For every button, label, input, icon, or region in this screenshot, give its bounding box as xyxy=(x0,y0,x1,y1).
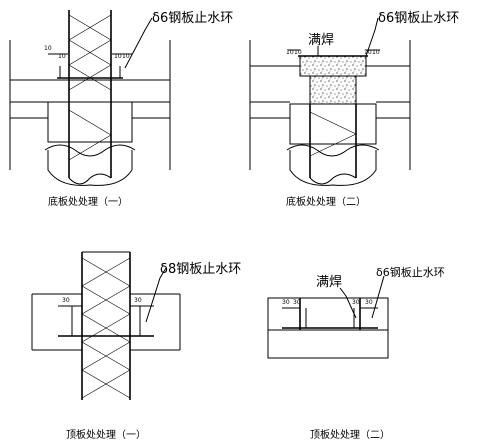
panel-4-weld-label: 满焊 xyxy=(316,274,342,290)
panel-1-dim-2: 10 xyxy=(58,53,66,60)
panel-2-dim-3: 10 xyxy=(364,49,372,56)
panel-3-caption: 顶板处处理（一） xyxy=(66,428,146,441)
weld-packing-fill xyxy=(299,55,367,77)
panel-2-caption: 底板处处理（二） xyxy=(286,195,366,208)
panel-2-dim-1: 10 xyxy=(286,49,294,56)
panel-4-dim-4: 30 xyxy=(365,299,373,306)
panel-2-dim-2: 10 xyxy=(294,49,302,56)
panel-2-callout: δ6钢板止水环 xyxy=(378,11,459,26)
panel-roof-slab-2: δ6钢板止水环 满焊 30 30 30 30 顶板处处理（二） xyxy=(267,265,445,441)
panel-3-callout: δ8钢板止水环 xyxy=(160,262,241,277)
panel-1-dim-3: 10 xyxy=(114,53,122,60)
panel-1-callout: δ6钢板止水环 xyxy=(152,11,233,26)
panel-1-dim-1: 10 xyxy=(44,45,52,52)
panel-4-caption: 顶板处处理（二） xyxy=(310,428,390,441)
panel-4-callout: δ6钢板止水环 xyxy=(376,265,445,279)
panel-floor-slab-2: δ6钢板止水环 满焊 10 10 10 10 底板处处理（二） xyxy=(249,11,459,208)
panel-4-dim-2: 30 xyxy=(293,299,301,306)
panel-3-dim-2: 30 xyxy=(134,297,142,304)
panel-floor-slab-1: δ6钢板止水环 10 10 10 10 底板处处理（一） xyxy=(9,10,233,208)
panel-roof-slab-1: δ8钢板止水环 30 30 顶板处处理（一） xyxy=(31,251,241,441)
panel-1-caption: 底板处处理（一） xyxy=(48,195,128,208)
panel-4-dim-3: 30 xyxy=(352,299,360,306)
panel-3-dim-1: 30 xyxy=(62,297,70,304)
panel-2-dim-4: 10 xyxy=(372,49,380,56)
panel-4-dim-1: 30 xyxy=(282,299,290,306)
pipe-packing-fill xyxy=(309,75,357,105)
panel-1-dim-4: 10 xyxy=(122,53,130,60)
panel-2-weld-label: 满焊 xyxy=(308,32,334,48)
